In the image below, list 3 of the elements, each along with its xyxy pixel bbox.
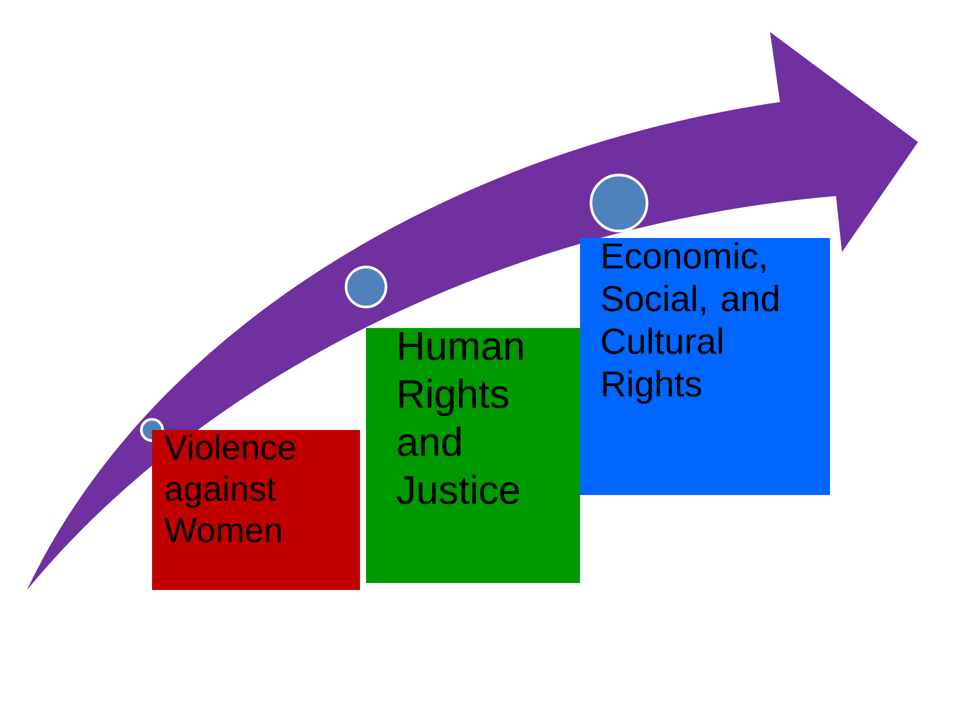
topic-box: Violence against Women	[152, 430, 360, 590]
topic-box: Economic, Social, and Cultural Rights	[580, 238, 830, 495]
topic-box: Human Rights and Justice	[366, 328, 580, 583]
